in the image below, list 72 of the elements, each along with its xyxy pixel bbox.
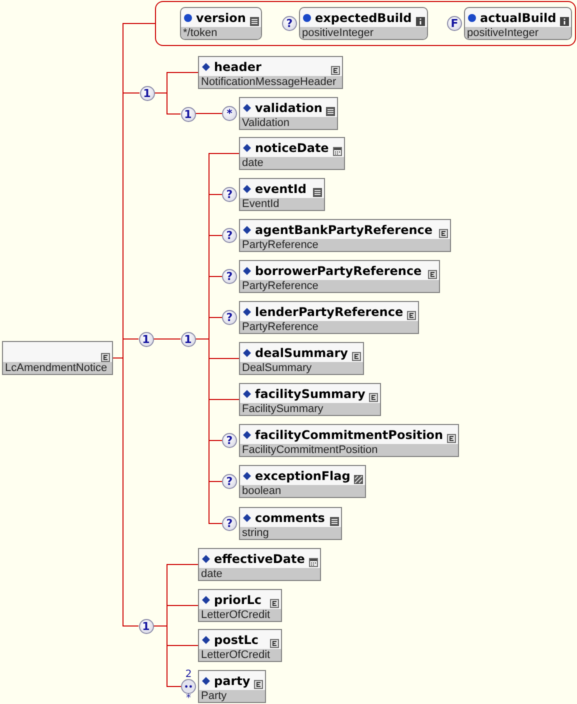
occurrence-marker: ? bbox=[282, 16, 297, 31]
connector-line bbox=[195, 113, 222, 114]
element-name: dealSummary bbox=[255, 346, 348, 360]
type-name: PartyReference bbox=[240, 280, 439, 292]
connector-line bbox=[112, 358, 139, 626]
occurrence-bound: 2 bbox=[185, 670, 192, 679]
type-name: positiveInteger bbox=[465, 27, 572, 39]
type-name: date bbox=[199, 568, 320, 580]
occurrence-marker: ? bbox=[222, 433, 237, 448]
compositor-circle: 1 bbox=[140, 86, 154, 100]
connector-line bbox=[195, 338, 222, 524]
occurrence-marker: F bbox=[447, 16, 462, 31]
element-box bbox=[198, 629, 282, 662]
complex-type-box bbox=[2, 341, 113, 375]
connector-line bbox=[153, 338, 181, 340]
occurrence-marker: ? bbox=[222, 228, 237, 243]
element-name: exceptionFlag bbox=[255, 468, 350, 482]
element-box bbox=[198, 548, 321, 581]
type-name: LetterOfCredit bbox=[199, 609, 281, 621]
element-box bbox=[239, 137, 345, 170]
element-name: eventId bbox=[255, 182, 306, 196]
element-name: facilityCommitmentPosition bbox=[255, 428, 444, 442]
element-name: borrowerPartyReference bbox=[255, 264, 422, 278]
occurrence-marker: ? bbox=[222, 269, 237, 284]
compositor-circle: 1 bbox=[138, 332, 154, 346]
compositor-circle: 1 bbox=[180, 332, 196, 346]
type-name: FacilityCommitmentPosition bbox=[240, 444, 458, 456]
element-name: effectiveDate bbox=[214, 552, 305, 566]
element-name: party bbox=[214, 674, 250, 688]
element-name: lenderPartyReference bbox=[255, 304, 404, 318]
element-name: validation bbox=[255, 100, 322, 114]
compositor-circle: 1 bbox=[138, 618, 154, 634]
element-name: facilitySummary bbox=[255, 386, 366, 400]
element-name: noticeDate bbox=[255, 140, 329, 154]
occurrence-marker: * bbox=[222, 106, 237, 121]
type-name: EventId bbox=[240, 198, 324, 210]
type-name: LetterOfCredit bbox=[199, 649, 281, 661]
element-name: comments bbox=[255, 510, 325, 524]
type-name: FacilitySummary bbox=[240, 403, 380, 415]
type-name: boolean bbox=[240, 485, 366, 497]
type-name: PartyReference bbox=[240, 239, 450, 251]
connector-line bbox=[153, 626, 182, 687]
attribute-box bbox=[180, 7, 262, 40]
attribute-name: version bbox=[196, 10, 246, 24]
occurrence-marker: ? bbox=[222, 187, 237, 202]
type-name: Party bbox=[199, 690, 266, 702]
element-name: priorLc bbox=[214, 592, 262, 606]
element-box bbox=[198, 56, 343, 89]
connector-line bbox=[154, 92, 181, 114]
type-name: positiveInteger bbox=[300, 27, 427, 39]
occurrence-bound: * bbox=[186, 694, 191, 703]
occurrence-marker: ? bbox=[222, 310, 237, 325]
element-box bbox=[239, 383, 382, 416]
attribute-name: actualBuild bbox=[480, 10, 556, 24]
element-name: agentBankPartyReference bbox=[255, 222, 433, 236]
attribute-name: expectedBuild bbox=[315, 10, 412, 24]
element-box bbox=[198, 589, 282, 622]
attribute-group-box bbox=[155, 1, 576, 46]
occurrence-marker: ? bbox=[222, 516, 237, 531]
type-name: Validation bbox=[240, 117, 338, 129]
element-name: header bbox=[214, 60, 262, 74]
element-name: postLc bbox=[214, 632, 258, 646]
type-name: NotificationMessageHeader bbox=[199, 76, 342, 88]
occurrence-marker: ? bbox=[222, 474, 237, 489]
type-name: */token bbox=[181, 27, 261, 39]
type-name: string bbox=[240, 527, 341, 539]
type-name: DealSummary bbox=[240, 362, 363, 374]
type-name: LcAmendmentNotice bbox=[3, 362, 112, 374]
type-name: date bbox=[240, 157, 344, 169]
type-name: PartyReference bbox=[240, 321, 418, 333]
compositor-circle: 1 bbox=[180, 106, 196, 122]
element-box bbox=[239, 342, 364, 375]
